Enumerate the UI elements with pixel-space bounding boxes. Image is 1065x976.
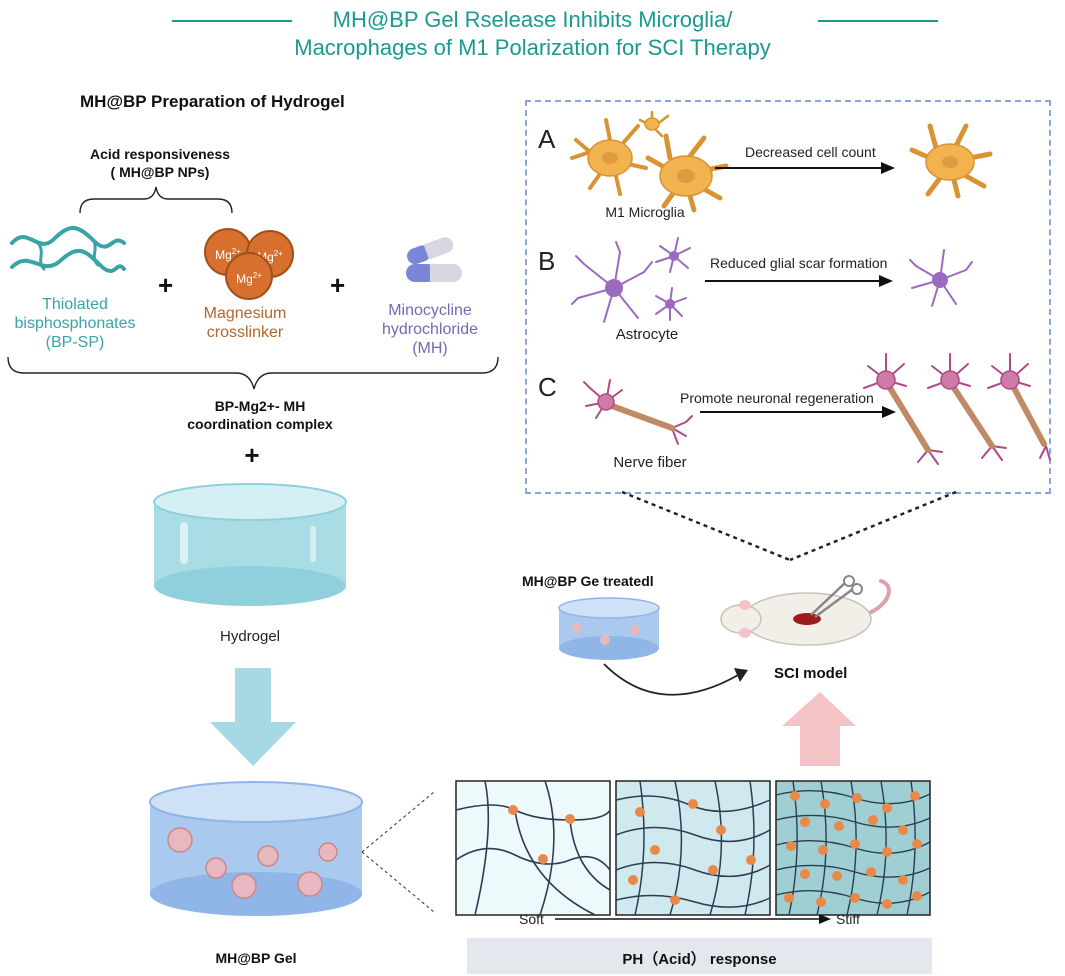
figure-title-line-1: MH@BP Gel Rselease Inhibits Microglia/ [332, 7, 733, 32]
reduced-microglia-icon [909, 123, 993, 199]
microglia-label: M1 Microglia [605, 204, 685, 220]
effect-a-arrow [715, 162, 895, 174]
mg-ion-text: Mg [215, 248, 232, 262]
effects-box [525, 100, 1051, 494]
effect-letter-c: C [538, 372, 557, 402]
mg-charge-text: 2+ [252, 271, 262, 280]
up-arrow-icon [782, 692, 856, 766]
effect-c-arrow [700, 406, 896, 418]
ph-response-label: PH（Acid） response [622, 951, 777, 968]
sci-model-label: SCI model [774, 665, 848, 682]
figure-title-line-2: Macrophages of M1 Polarization for SCI T… [294, 35, 771, 60]
network-panel-medium [615, 780, 771, 916]
regenerated-neurons-icon [863, 353, 1051, 465]
effect-c-arrow-label: Promote neuronal regeneration [680, 390, 874, 406]
effect-letter-b: B [538, 246, 556, 276]
component-1-line-1: Thiolated [42, 296, 108, 313]
component-2-line-1: Magnesium [203, 305, 287, 322]
stiff-label: Stiff [836, 911, 860, 927]
effect-letter-a: A [538, 124, 556, 154]
title-rule-right [818, 20, 938, 22]
treated-label: MH@BP Ge treatedl [522, 573, 654, 589]
component-3-line-1: Minocycline [388, 302, 472, 319]
mh-bp-nps-label: ( MH@BP NPs) [110, 164, 210, 180]
mhbp-gel-cylinder-icon [149, 781, 363, 916]
hydrogel-label: Hydrogel [219, 628, 281, 645]
preparation-heading: MH@BP Preparation of Hydrogel [80, 92, 345, 111]
mg-charge-text: 2+ [273, 249, 283, 258]
title-rule-left [172, 20, 292, 22]
box-to-model-lines [621, 490, 957, 562]
plus-sign-3: + [244, 440, 260, 470]
down-arrow-icon [210, 668, 296, 766]
nerve-fiber-icon [583, 379, 693, 445]
plus-sign-1: + [158, 270, 174, 300]
hydrogel-cylinder-icon [153, 483, 347, 606]
effect-b-arrow [705, 275, 893, 287]
complex-line-2: coordination complex [187, 416, 333, 432]
reduced-astrocyte-icon [909, 249, 973, 307]
soft-label: Soft [519, 911, 544, 927]
component-2-line-2: crosslinker [206, 324, 284, 341]
mhbp-gel-label: MH@BP Gel [215, 950, 297, 966]
acid-responsiveness-label: Acid responsiveness [89, 146, 231, 162]
small-gel-icon [558, 597, 660, 660]
rat-model-icon [720, 575, 891, 646]
capsule-icon [406, 237, 462, 282]
complex-line-1: BP-Mg2+- MH [214, 398, 306, 414]
effect-a-arrow-label: Decreased cell count [745, 144, 876, 160]
nerve-fiber-label: Nerve fiber [613, 454, 687, 471]
treatment-arrow [603, 663, 748, 696]
thiolated-bisphosphonate-chains-icon [10, 226, 126, 273]
component-3-line-3: (MH) [412, 340, 448, 357]
astrocyte-group-icon [571, 237, 691, 323]
component-1-line-2: bisphosphonates [14, 315, 136, 332]
ph-response-bar [467, 938, 932, 974]
lower-brace [7, 356, 499, 390]
component-3-line-2: hydrochloride [381, 321, 479, 338]
network-panel-stiff [775, 780, 931, 916]
magnesium-ion-icon: Mg2+ [225, 252, 273, 300]
component-1-line-3: (BP-SP) [45, 334, 105, 351]
zoom-lines [361, 791, 435, 913]
astrocyte-label: Astrocyte [615, 326, 679, 343]
network-panel-soft [455, 780, 611, 916]
plus-sign-2: + [330, 270, 346, 300]
upper-brace [79, 186, 233, 214]
soft-to-stiff-arrow [555, 914, 831, 924]
effect-b-arrow-label: Reduced glial scar formation [710, 255, 888, 271]
mg-ion-text: Mg [236, 272, 253, 286]
mg-charge-text: 2+ [231, 247, 241, 256]
microglia-group-icon [570, 110, 729, 213]
